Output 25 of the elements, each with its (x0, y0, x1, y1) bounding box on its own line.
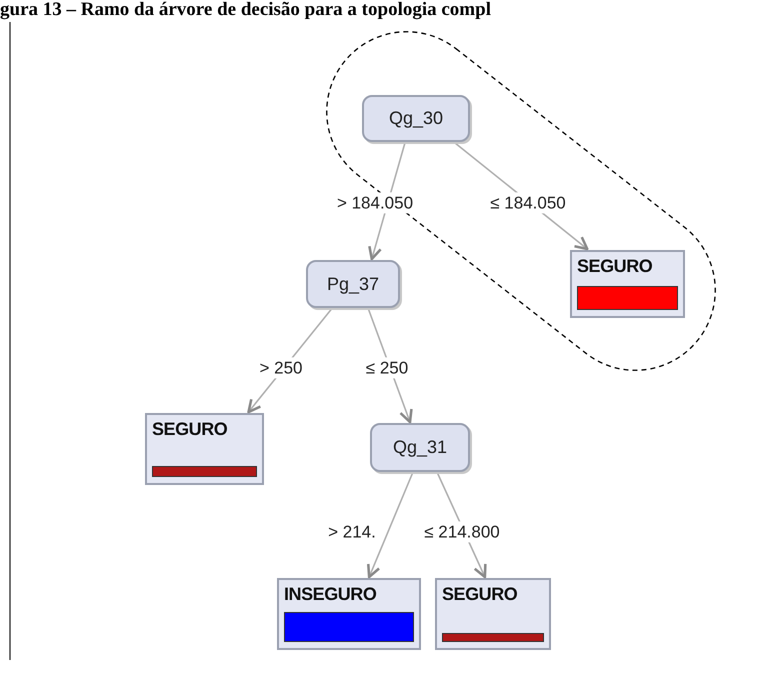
node-label: Qg_30 (388, 107, 444, 130)
class-proportion-bar (152, 466, 257, 477)
leaf-node (570, 250, 685, 318)
figure-title: gura 13 – Ramo da árvore de decisão para a topologia compl (0, 0, 491, 19)
leaf-node (277, 578, 421, 650)
class-proportion-bar (284, 612, 414, 642)
split-node (370, 423, 470, 472)
leaf-node (435, 578, 551, 650)
class-label: SEGURO (152, 418, 228, 440)
edge-label: ≤ 184.050 (488, 192, 568, 214)
node-label: Qg_31 (392, 436, 448, 459)
split-node (306, 260, 400, 308)
edge-label: > 184.050 (334, 192, 416, 214)
edge-label: ≤ 214.800 (422, 521, 502, 543)
arrow (367, 472, 414, 578)
split-node (362, 95, 470, 142)
edge-label: ≤ 250 (364, 357, 410, 379)
class-label: INSEGURO (284, 583, 378, 606)
edge-label: > 250 (258, 357, 304, 379)
class-proportion-bar (442, 633, 544, 642)
class-label: SEGURO (577, 255, 654, 278)
leaf-node (145, 413, 264, 485)
class-proportion-bar (577, 286, 678, 310)
node-label: Pg_37 (326, 272, 380, 296)
class-label: SEGURO (442, 583, 518, 606)
